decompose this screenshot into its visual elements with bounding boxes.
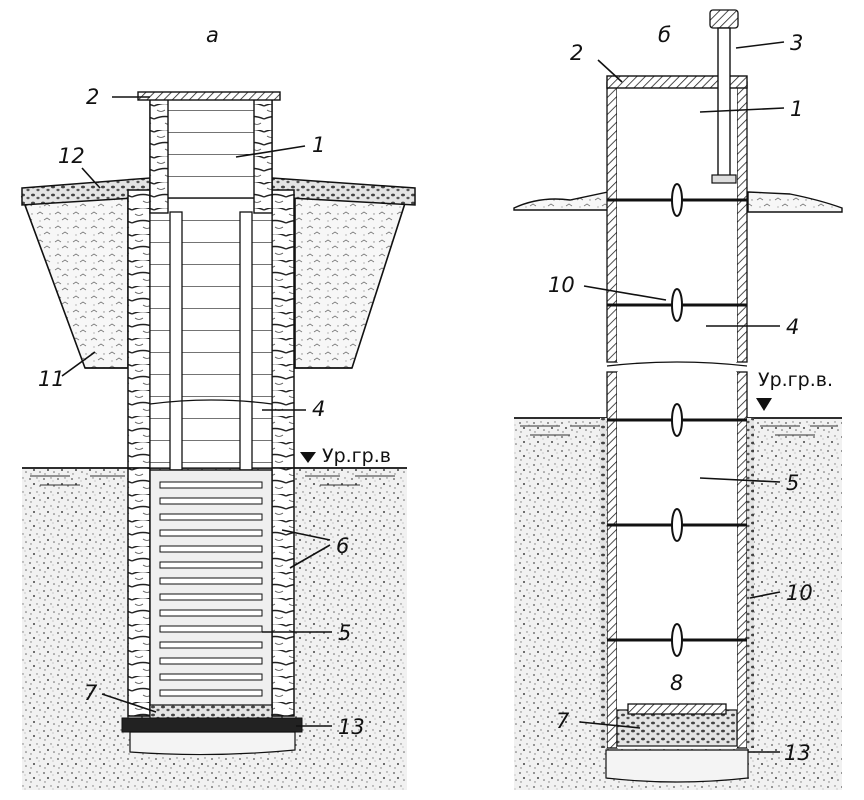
pump-head (709, 9, 739, 29)
lower-wall-left (127, 467, 151, 717)
shaft-boards (149, 194, 273, 469)
water-level-marker-b (756, 398, 772, 411)
base-frame (121, 717, 303, 733)
ring-link (671, 183, 683, 217)
label-a-12: 12 (58, 144, 85, 168)
label-b-10: 10 (548, 273, 575, 297)
ring-link (671, 403, 683, 437)
log-wall-left (127, 189, 151, 469)
filter-slat (159, 513, 263, 521)
ground-right-b (747, 191, 843, 213)
backfill-left-b (600, 418, 607, 748)
well-cover (137, 91, 281, 101)
panel-b: б 2 3 1 10 4 Ур.гр.в. 5 10 8 7 13 (513, 9, 843, 790)
label-a-1: 1 (312, 133, 325, 157)
filter-slat (159, 689, 263, 697)
water-level-marker-a (300, 452, 316, 463)
filter-slat (159, 497, 263, 505)
ladder-rail-right (239, 211, 253, 471)
ring-link (671, 508, 683, 542)
backfill-right-b (747, 418, 754, 748)
filter-slats (159, 481, 263, 697)
filter-slat (159, 641, 263, 649)
filter-slat (159, 609, 263, 617)
filter-slat (159, 593, 263, 601)
ring-wall-right-lower (736, 371, 748, 749)
label-b-4: 4 (786, 315, 799, 339)
label-a-2: 2 (86, 85, 99, 109)
label-a-6: 6 (336, 534, 349, 558)
clay-castle-left (20, 196, 129, 369)
ring-link (671, 288, 683, 322)
label-a-5: 5 (338, 621, 351, 645)
head-frame-left (149, 97, 169, 214)
ground-left-b (513, 191, 609, 211)
water-level-label-b: Ур.гр.в. (758, 369, 833, 391)
ring-joints (607, 183, 747, 657)
label-b-7: 7 (556, 709, 570, 733)
clay-castle-right (294, 196, 409, 369)
lower-wall-right (271, 467, 295, 717)
head-frame-right (253, 97, 273, 214)
label-a-11: 11 (38, 367, 65, 391)
cover-slab (606, 75, 748, 89)
base-pad (129, 731, 296, 756)
panel-a: а 2 1 12 11 4 Ур.гр.в 6 5 7 13 (20, 23, 416, 790)
label-b-9: 10 (786, 581, 813, 605)
panel-b-letter: б (658, 23, 671, 47)
label-b-5: 5 (786, 471, 799, 495)
label-a-7: 7 (84, 681, 98, 705)
filter-slat (159, 545, 263, 553)
filter-slat (159, 577, 263, 585)
base-pad-b (605, 749, 749, 783)
filter-slat (159, 657, 263, 665)
ladder-rail-left (169, 211, 183, 471)
label-b-13: 13 (784, 741, 811, 765)
filter-slat (159, 561, 263, 569)
label-a-13: 13 (338, 715, 365, 739)
log-wall-right (271, 189, 295, 469)
pump-pipe (717, 27, 731, 179)
label-b-8: 8 (670, 671, 683, 695)
label-b-3: 3 (790, 31, 803, 55)
ring-link (671, 623, 683, 657)
bottom-plate (627, 703, 727, 715)
ring-wall-right-upper (736, 81, 748, 363)
filter-slat (159, 673, 263, 681)
filter-zone (149, 469, 273, 713)
filter-slat (159, 529, 263, 537)
ring-wall-left-lower (606, 371, 618, 749)
label-b-2: 2 (570, 41, 583, 65)
label-b-1: 1 (790, 97, 803, 121)
filter-slat (159, 481, 263, 489)
panel-a-letter: а (206, 23, 219, 47)
water-level-label-a: Ур.гр.в (322, 445, 391, 467)
ring-wall-left-upper (606, 81, 618, 363)
filter-slat (159, 625, 263, 633)
label-a-4: 4 (312, 397, 325, 421)
